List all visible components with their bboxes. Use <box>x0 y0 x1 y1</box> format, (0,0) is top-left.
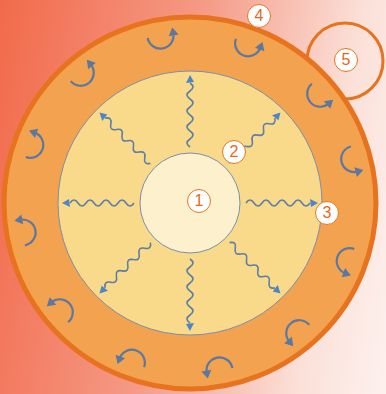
callout-number: 1 <box>187 189 211 213</box>
photon-paths <box>62 75 318 331</box>
convective-zone <box>4 17 376 389</box>
callout-number: 3 <box>315 201 339 225</box>
core <box>140 153 240 253</box>
callout-number: 4 <box>247 4 271 28</box>
callout-number: 2 <box>222 140 246 164</box>
radiative-zone <box>58 71 322 335</box>
convection-loops <box>14 27 365 380</box>
callout-number: 5 <box>334 48 358 72</box>
